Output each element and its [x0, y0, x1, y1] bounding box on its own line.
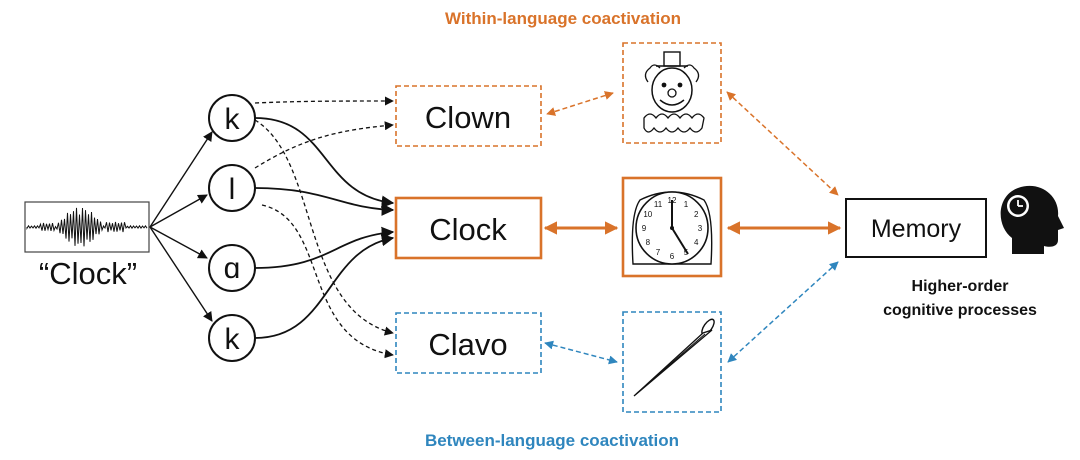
clock-number: 4 [694, 238, 699, 247]
word-label-clown: Clown [425, 100, 511, 135]
between-language-title: Between-language coactivation [425, 431, 679, 450]
phoneme-node-k1: k [208, 94, 256, 142]
clock-number: 7 [656, 248, 661, 257]
phoneme-label: k [225, 323, 241, 356]
clock-number: 6 [670, 252, 675, 261]
within-language-title: Within-language coactivation [445, 9, 681, 28]
clown-picture [622, 42, 722, 144]
phoneme-label: l [229, 173, 236, 206]
word-label-clock: Clock [429, 212, 507, 247]
clock-number: 2 [694, 210, 699, 219]
waveform-icon [24, 201, 150, 253]
phoneme-node-k2: k [208, 314, 256, 362]
input-to-phoneme-arrows [149, 131, 213, 322]
between-language-links [544, 261, 839, 365]
within-language-links [543, 91, 842, 235]
phoneme-label: k [225, 103, 241, 136]
phoneme-node-a: ɑ [208, 244, 256, 292]
phoneme-node-l: l [208, 164, 256, 212]
higher-order-caption-line1: Higher-order [912, 278, 1009, 295]
clock-picture: 121234567891011 [621, 176, 723, 278]
memory-box: Memory [845, 198, 987, 258]
clock-number: 3 [698, 224, 703, 233]
phoneme-to-clock-curves [254, 117, 395, 339]
clock-number: 8 [646, 238, 651, 247]
head-clock-icon [1000, 185, 1064, 254]
clock-number: 11 [654, 200, 663, 209]
word-box-clown: Clown [395, 85, 542, 147]
clock-number: 9 [642, 224, 647, 233]
phoneme-label: ɑ [224, 252, 241, 285]
clock-number: 1 [684, 200, 689, 209]
input-word-label: “Clock” [39, 256, 137, 291]
word-box-clock: Clock [394, 196, 543, 260]
word-label-clavo: Clavo [428, 327, 507, 362]
clock-number: 10 [643, 210, 652, 219]
higher-order-caption-line2: cognitive processes [883, 302, 1037, 319]
word-box-clavo: Clavo [395, 312, 542, 374]
nail-picture [622, 311, 722, 413]
memory-label: Memory [871, 215, 962, 243]
phoneme-to-competitor-curves [254, 96, 394, 359]
